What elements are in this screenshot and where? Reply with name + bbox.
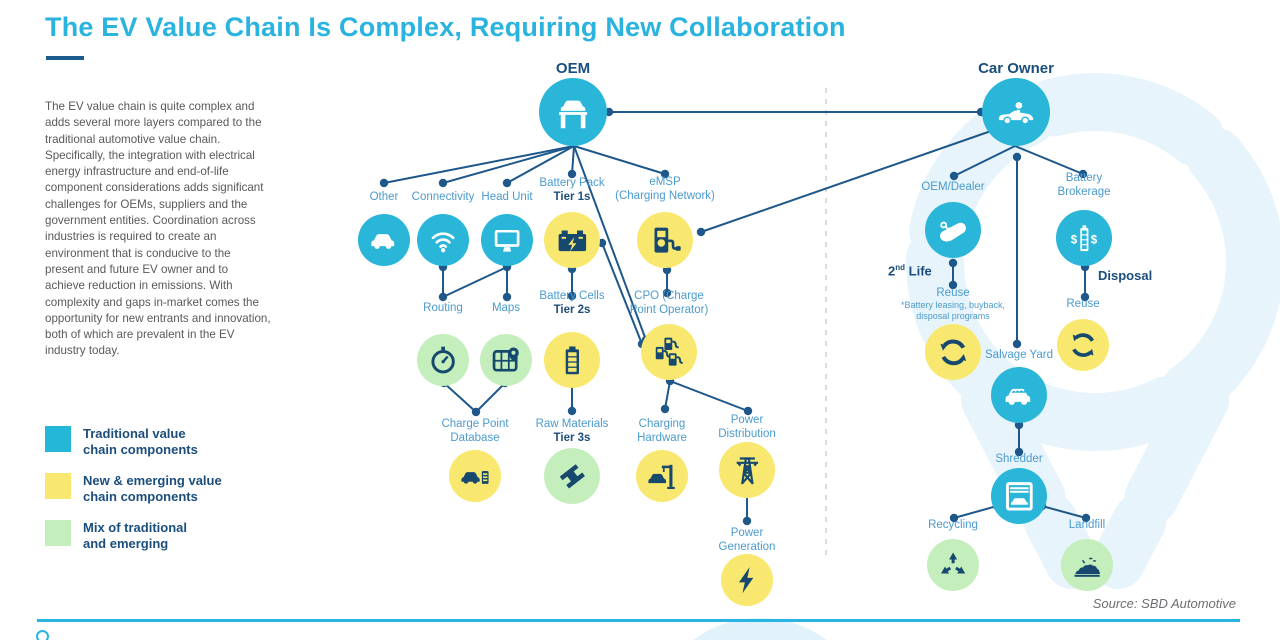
label-head-unit: Head Unit	[481, 191, 533, 203]
svg-text:$: $	[1070, 234, 1077, 246]
node-battery-brokerage: $$	[1056, 210, 1112, 266]
intro-paragraph: The EV value chain is quite complex and …	[45, 100, 271, 358]
label-car-owner: Car Owner	[978, 60, 1054, 77]
hand-keys-icon	[939, 221, 966, 242]
label-reuse-right: Reuse	[1066, 298, 1100, 310]
car-battery-icon	[558, 230, 586, 251]
wifi-icon	[431, 232, 455, 253]
battery-dollar-icon: $$	[1070, 224, 1097, 251]
label-maps: Maps	[491, 302, 521, 314]
node-oem-dealer	[925, 202, 981, 258]
recycling-symbol-icon	[940, 552, 966, 574]
label-disposal: Disposal	[1098, 268, 1153, 283]
node-maps	[480, 334, 532, 386]
convertible-car-icon	[998, 101, 1034, 125]
bottom-divider	[37, 619, 1240, 622]
label-routing: Routing	[423, 302, 463, 314]
label-recycling: Recycling	[928, 519, 978, 531]
legend-swatch-green	[45, 520, 71, 546]
footer-logo	[36, 630, 49, 640]
car-icon	[371, 233, 395, 249]
node-cpo	[641, 324, 697, 380]
node-power-generation	[721, 554, 773, 606]
label-reuse-left: Reuse	[936, 287, 970, 299]
node-shredder	[991, 468, 1047, 524]
battery-icon	[565, 346, 579, 374]
node-recycling	[927, 539, 979, 591]
label-connectivity: Connectivity	[411, 191, 475, 203]
damaged-car-icon	[1005, 388, 1030, 405]
car-crane-icon	[648, 464, 675, 489]
label-shredder: Shredder	[995, 453, 1043, 465]
label-salvage-yard: Salvage Yard	[985, 349, 1053, 361]
stopwatch-icon	[431, 346, 455, 374]
legend-swatch-yellow	[45, 473, 71, 499]
lightning-bolt-icon	[738, 566, 754, 594]
node-reuse-right	[1057, 319, 1109, 371]
label-oem-dealer: OEM/Dealer	[921, 181, 985, 193]
node-charge-point-database	[449, 450, 501, 502]
node-connectivity	[417, 214, 469, 266]
charging-station-icon	[654, 227, 681, 253]
node-charging-hardware	[636, 450, 688, 502]
node-routing	[417, 334, 469, 386]
node-car-owner	[982, 78, 1050, 146]
label-emsp: eMSP(Charging Network)	[615, 176, 715, 202]
transmission-tower-icon	[736, 457, 758, 484]
legend-swatch-cyan	[45, 426, 71, 452]
refresh-arrows-icon	[1072, 333, 1094, 357]
node-battery-cells	[544, 332, 600, 388]
node-battery-pack	[544, 212, 600, 268]
note-battery-leasing: *Battery leasing, buyback,disposal progr…	[900, 300, 1006, 321]
steel-beam-icon	[559, 463, 585, 489]
label-landfill: Landfill	[1068, 519, 1106, 531]
node-power-distribution	[719, 442, 775, 498]
label-other: Other	[369, 191, 399, 203]
source-credit: Source: SBD Automotive	[1092, 596, 1236, 611]
title-underline	[46, 56, 84, 60]
page-title: The EV Value Chain Is Complex, Requiring…	[45, 12, 846, 42]
car-press-icon	[1005, 481, 1033, 511]
node-oem	[539, 78, 607, 146]
monitor-icon	[494, 229, 520, 252]
map-pin-icon	[492, 347, 519, 372]
charge-points-icon	[655, 337, 683, 366]
trash-pile-icon	[1074, 557, 1100, 577]
recycle-arrows-icon	[940, 339, 966, 365]
node-emsp	[637, 212, 693, 268]
label-oem: OEM	[555, 60, 591, 77]
car-battery-swap-icon	[461, 470, 489, 484]
node-raw-materials	[544, 448, 600, 504]
svg-text:$: $	[1090, 234, 1097, 246]
node-other	[358, 214, 410, 266]
node-head-unit	[481, 214, 533, 266]
car-lift-icon	[558, 100, 588, 129]
label-second-life: 2nd Life	[888, 263, 932, 279]
node-landfill	[1061, 539, 1113, 591]
node-salvage-yard	[991, 367, 1047, 423]
node-reuse-left	[925, 324, 981, 380]
